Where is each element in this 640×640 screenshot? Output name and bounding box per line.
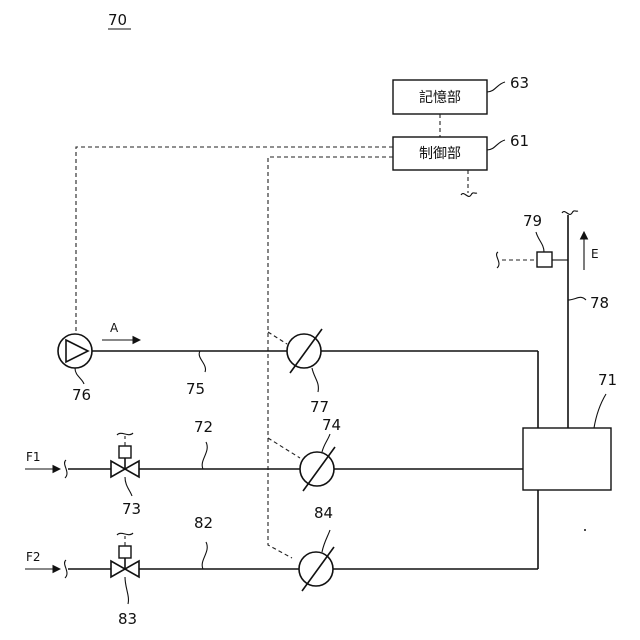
leader-78: [568, 297, 586, 300]
ref-71: 71: [598, 371, 617, 389]
leader-74: [322, 434, 330, 452]
ref-61: 61: [510, 132, 529, 150]
flow-label-f1: F1: [26, 450, 41, 464]
break-symbol-79: [497, 252, 499, 268]
pump-76-triangle: [66, 340, 88, 362]
valve-73-actuator: [119, 446, 131, 458]
ref-78: 78: [590, 294, 609, 312]
flow-valve-74: [300, 452, 334, 486]
break-symbol-83: [117, 533, 133, 535]
leader-71: [594, 394, 606, 428]
speck: [584, 529, 586, 531]
ref-83: 83: [118, 610, 137, 628]
storage-unit-label: 記憶部: [419, 89, 461, 106]
flow-label-f2: F2: [26, 550, 41, 564]
leader-84: [322, 530, 330, 552]
break-symbol-f1: [65, 460, 67, 478]
flow-label-e: E: [591, 247, 599, 261]
flow-valve-77-slash: [290, 329, 322, 373]
control-unit-label: 制御部: [419, 146, 461, 162]
break-symbol-control: [461, 193, 477, 197]
flow-valve-77: [287, 334, 321, 368]
leader-77: [312, 368, 318, 392]
ref-77: 77: [310, 398, 329, 416]
break-symbol-f2: [65, 560, 67, 578]
flow-label-a: A: [110, 321, 119, 335]
flow-valve-84-slash: [302, 547, 334, 591]
break-symbol-78: [562, 211, 578, 215]
leader-72: [202, 442, 207, 469]
control-line-valves: [268, 157, 393, 558]
ref-82: 82: [194, 514, 213, 532]
ref-84: 84: [314, 504, 333, 522]
leader-83: [125, 577, 128, 604]
ref-72: 72: [194, 418, 213, 436]
ref-63: 63: [510, 74, 529, 92]
ref-79: 79: [523, 212, 542, 230]
break-symbol-73: [117, 433, 133, 435]
valve-83-actuator: [119, 546, 131, 558]
leader-73: [125, 477, 132, 496]
control-line-74: [268, 438, 300, 458]
ref-73: 73: [122, 500, 141, 518]
flow-valve-74-slash: [303, 447, 335, 491]
leader-75: [199, 351, 205, 372]
leader-61: [487, 140, 505, 150]
ref-74: 74: [322, 416, 341, 434]
leader-79: [536, 232, 544, 252]
leader-76: [75, 368, 84, 384]
flow-valve-84: [299, 552, 333, 586]
leader-82: [202, 542, 207, 569]
sensor-79: [537, 252, 552, 267]
tank-71: [523, 428, 611, 490]
ref-76: 76: [72, 386, 91, 404]
ref-75: 75: [186, 380, 205, 398]
control-line-77: [268, 332, 287, 344]
leader-63: [487, 82, 505, 92]
figure-number: 70: [108, 11, 127, 29]
control-line-pump: [76, 147, 393, 333]
